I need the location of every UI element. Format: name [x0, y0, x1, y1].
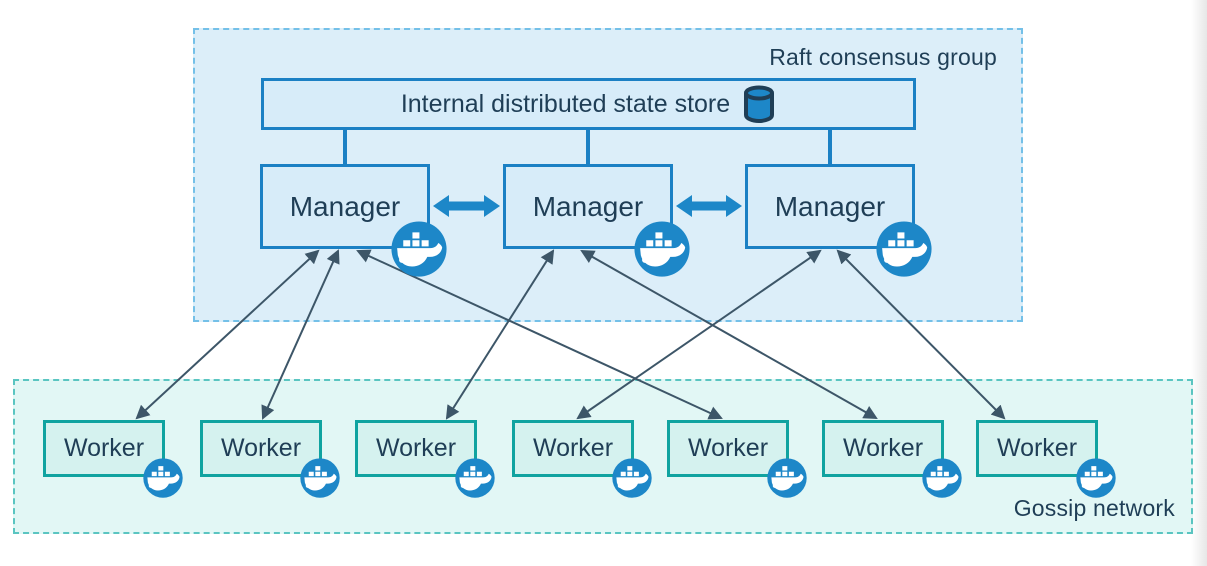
- docker-whale-icon: [1076, 458, 1116, 498]
- docker-whale-icon: [922, 458, 962, 498]
- worker-3-label: Worker: [375, 434, 457, 462]
- docker-whale-icon: [876, 221, 932, 277]
- manager-3-label: Manager: [774, 190, 886, 222]
- state-store-label: Internal distributed state store: [400, 89, 731, 118]
- worker-6-label: Worker: [842, 434, 924, 462]
- state-store-box: Internal distributed state store: [261, 78, 916, 130]
- docker-whale-icon: [455, 458, 495, 498]
- manager-1-label: Manager: [289, 190, 401, 222]
- database-cylinder-icon: [744, 85, 775, 123]
- docker-whale-icon: [634, 221, 690, 277]
- worker-3-box: Worker: [355, 420, 477, 477]
- docker-whale-icon: [143, 458, 183, 498]
- worker-7-box: Worker: [976, 420, 1098, 477]
- worker-2-label: Worker: [220, 434, 302, 462]
- docker-whale-icon: [767, 458, 807, 498]
- manager-2-label: Manager: [532, 190, 644, 222]
- raft-consensus-group-label: Raft consensus group: [769, 44, 997, 70]
- docker-whale-icon: [391, 221, 447, 277]
- gossip-network-label: Gossip network: [1013, 495, 1175, 521]
- worker-2-box: Worker: [200, 420, 322, 477]
- worker-7-label: Worker: [996, 434, 1078, 462]
- docker-whale-icon: [612, 458, 652, 498]
- worker-4-label: Worker: [532, 434, 614, 462]
- worker-1-label: Worker: [63, 434, 145, 462]
- worker-1-box: Worker: [43, 420, 165, 477]
- page-edge-shadow: [1191, 0, 1207, 566]
- docker-whale-icon: [300, 458, 340, 498]
- worker-4-box: Worker: [512, 420, 634, 477]
- worker-5-label: Worker: [687, 434, 769, 462]
- worker-6-box: Worker: [822, 420, 944, 477]
- worker-5-box: Worker: [667, 420, 789, 477]
